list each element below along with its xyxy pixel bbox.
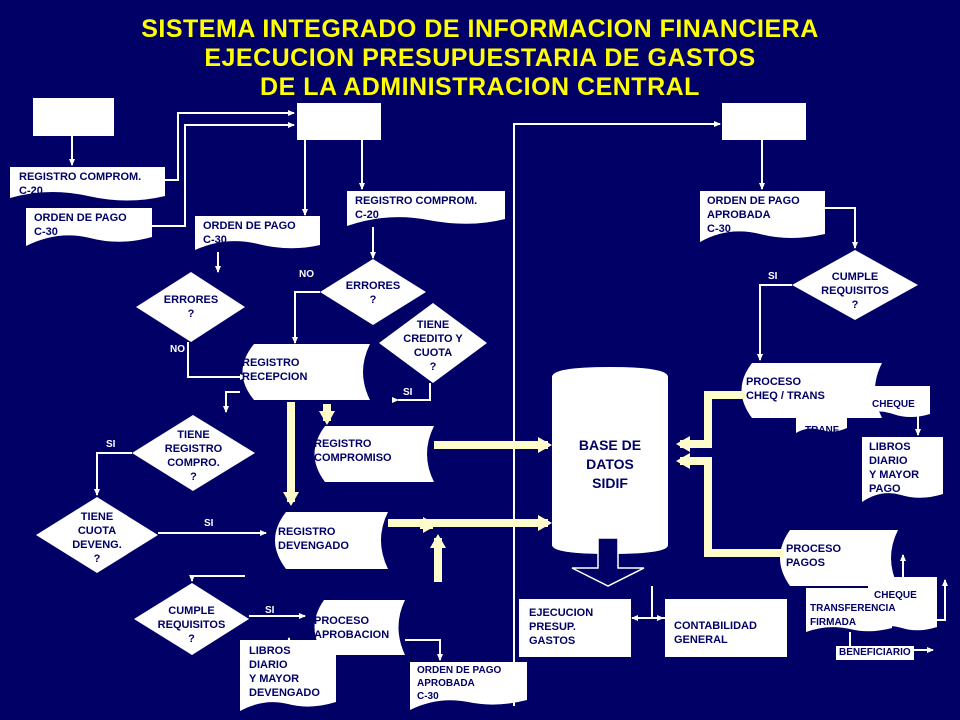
label-registro-recepcion: REGISTRO RECEPCION — [242, 357, 308, 383]
diamond-errores-left — [136, 272, 245, 342]
label-beneficiario: BENEFICIARIO — [836, 646, 914, 660]
label-contabilidad: CONTABILIDAD GENERAL — [674, 620, 757, 646]
actor-saf-1: S.A.F. — [41, 106, 88, 125]
doc-transferencia — [806, 588, 892, 632]
saf2-box — [297, 103, 381, 140]
store-registro-compromiso — [314, 426, 434, 482]
label-libros-devengado: LIBROS DIARIO Y MAYOR DEVENGADO — [249, 645, 320, 699]
label-database: BASE DE DATOS SIDIF — [578, 437, 642, 491]
doc-libros-devengado — [240, 640, 336, 711]
label-cheque-top: CHEQUE — [872, 399, 915, 410]
branch-si-registro: SI — [106, 439, 116, 450]
branch-si-cuota: SI — [204, 518, 214, 529]
label-orden-pago-bottom: ORDEN DE PAGO APROBADA C-30 — [417, 665, 502, 702]
label-registro-compromiso: REGISTRO COMPROMISO — [314, 438, 392, 464]
database-sidif — [552, 367, 668, 554]
box-ejecucion — [519, 599, 631, 657]
down-arrow-db — [571, 537, 645, 587]
title-line-3: DE LA ADMINISTRACION CENTRAL — [260, 73, 700, 101]
actor-tgn: T.G.N. — [730, 111, 779, 130]
label-tiene-credito: TIENE CREDITO Y CUOTA ? — [403, 319, 463, 373]
label-reg-comprom-left: REGISTRO COMPROM. C-20 — [19, 171, 142, 197]
store-proceso-pagos — [780, 530, 898, 586]
saf1-box — [33, 98, 114, 136]
branch-si-cumple-right: SI — [768, 271, 778, 282]
box-contabilidad — [665, 599, 787, 657]
label-libros-tgn: LIBROS DIARIO Y MAYOR PAGO — [869, 441, 920, 495]
diamond-cumple-left — [134, 583, 249, 655]
label-orden-pago-tgn: ORDEN DE PAGO APROBADA C-30 — [707, 195, 800, 235]
doc-orden-pago-tgn — [700, 191, 825, 242]
doc-libros-tgn — [862, 437, 943, 502]
label-ejecucion: EJECUCION PRESUP. GASTOS — [529, 607, 594, 647]
branch-no-errores-mid: NO — [299, 269, 314, 280]
actor-saf-2: S.A.F. — [305, 111, 352, 130]
label-proceso-aprobacion: PROCESO APROBACION — [314, 615, 390, 641]
branch-si-cumple-left: SI — [265, 605, 275, 616]
diamond-tiene-registro — [132, 415, 255, 491]
label-cumple-left: CUMPLE REQUISITOS ? — [157, 605, 226, 645]
label-tranf: TRANF — [805, 425, 839, 436]
label-errores-left: ERRORES ? — [163, 294, 219, 320]
label-registro-devengado: REGISTRO DEVENGADO — [278, 526, 349, 552]
label-errores-mid: ERRORES ? — [345, 280, 401, 306]
doc-orden-pago-bottom — [410, 662, 527, 710]
store-proceso-aprobacion — [314, 600, 405, 655]
label-orden-pago-left: ORDEN DE PAGO C-30 — [34, 212, 127, 238]
label-reg-comprom-mid: REGISTRO COMPROM. C-20 — [355, 195, 478, 221]
label-cheque-bottom: CHEQUE — [874, 590, 917, 601]
label-proceso-pagos: PROCESO PAGOS — [786, 543, 842, 569]
doc-orden-pago-mid — [195, 216, 320, 250]
label-transferencia: TRANSFERENCIA FIRMADA — [810, 603, 896, 628]
diamond-cumple-right — [792, 250, 918, 320]
title-line-2: EJECUCION PRESUPUESTARIA DE GASTOS — [204, 44, 756, 72]
branch-no-errores-left: NO — [170, 344, 185, 355]
label-cumple-right: CUMPLE REQUISITOS ? — [821, 271, 889, 311]
label-tiene-registro: TIENE REGISTRO COMPRO. ? — [164, 429, 223, 483]
diamond-tiene-credito — [379, 303, 487, 383]
store-registro-recepcion — [242, 344, 370, 400]
label-tiene-cuota: TIENE CUOTA DEVENG. ? — [72, 511, 122, 565]
label-orden-pago-mid: ORDEN DE PAGO C-30 — [203, 220, 296, 246]
diamond-errores-mid — [320, 259, 426, 325]
store-proceso-cheq — [741, 363, 882, 418]
doc-reg-comprom-left — [10, 167, 165, 201]
title-line-1: SISTEMA INTEGRADO DE INFORMACION FINANCI… — [141, 15, 819, 43]
branch-si-credito: SI — [403, 387, 413, 398]
label-proceso-cheq: PROCESO CHEQ / TRANS — [746, 376, 825, 402]
diamond-tiene-cuota — [36, 497, 158, 573]
doc-reg-comprom-mid — [347, 191, 505, 226]
tgn-box — [722, 103, 806, 140]
store-registro-devengado — [275, 512, 388, 569]
doc-orden-pago-left — [26, 208, 152, 246]
